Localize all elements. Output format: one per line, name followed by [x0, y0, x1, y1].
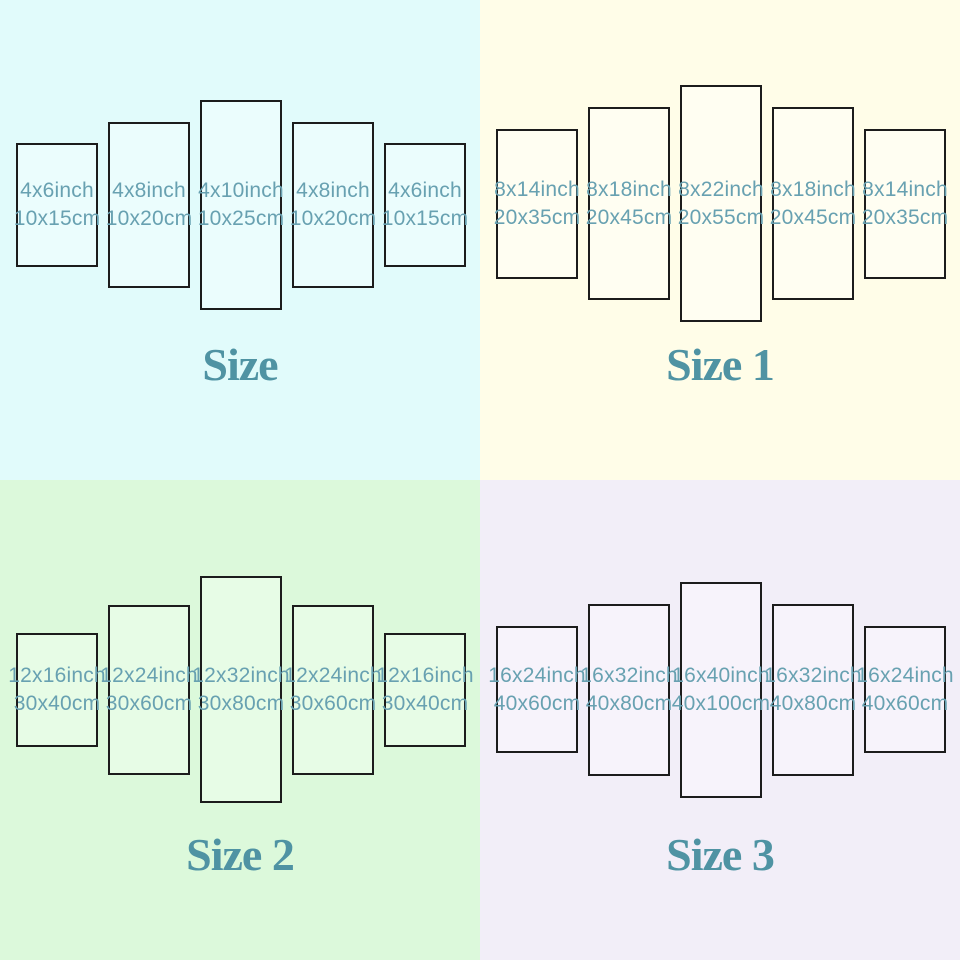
panel-size-cm: 10x25cm — [197, 207, 285, 230]
panel-label: 8x18inch 20x45cm — [770, 176, 857, 232]
panel-label: 4x6inch 10x15cm — [382, 177, 469, 233]
panel-size-inches: 8x14inch — [862, 178, 948, 201]
canvas-panel: 12x16inch 30x40cm — [376, 633, 474, 747]
canvas-panel: 16x40inch 40x100cm — [672, 582, 770, 798]
canvas-panel: 16x24inch 40x60cm — [488, 626, 586, 753]
panel-label: 4x10inch 10x25cm — [198, 177, 285, 233]
panel-size-cm: 20x35cm — [861, 206, 949, 229]
canvas-panel: 4x6inch 10x15cm — [382, 143, 469, 267]
panel-label: 4x6inch 10x15cm — [14, 177, 101, 233]
panel-label: 12x16inch 30x40cm — [376, 662, 474, 718]
panel-label: 12x24inch 30x60cm — [284, 662, 382, 718]
panel-size-inches: 12x16inch — [376, 664, 474, 687]
panel-size-inches: 16x24inch — [488, 663, 586, 687]
panel-size-cm: 40x80cm — [585, 692, 673, 715]
panel-size-cm: 30x40cm — [13, 692, 101, 715]
canvas-panel: 16x32inch 40x80cm — [764, 604, 862, 776]
quadrant-title: Size 1 — [666, 339, 775, 390]
panel-size-inches: 12x24inch — [100, 664, 198, 687]
panel-size-inches: 12x16inch — [8, 664, 106, 687]
canvas-panel: 8x18inch 20x45cm — [586, 107, 673, 300]
panel-size-inches: 8x22inch — [678, 177, 764, 201]
panel-size-cm: 40x60cm — [861, 691, 949, 715]
canvas-panel: 8x22inch 20x55cm — [678, 85, 765, 322]
panel-label: 16x40inch 40x100cm — [672, 662, 771, 718]
panel-size-cm: 30x40cm — [381, 692, 469, 715]
panel-size-inches: 16x32inch — [764, 664, 862, 687]
panel-size-inches: 16x40inch — [672, 664, 770, 687]
canvas-panel: 4x8inch 10x20cm — [106, 122, 193, 288]
canvas-panel: 4x8inch 10x20cm — [290, 122, 377, 288]
quadrant-size: 4x6inch 10x15cm 4x8inch 10x20cm 4x10inch… — [0, 0, 480, 480]
canvas-panel: 12x16inch 30x40cm — [8, 633, 106, 747]
panel-size-cm: 10x15cm — [13, 207, 101, 230]
panel-size-inches: 4x10inch — [198, 179, 284, 202]
panel-size-inches: 16x32inch — [580, 664, 678, 687]
quadrant-size-2: 12x16inch 30x40cm 12x24inch 30x60cm 12x3… — [0, 480, 480, 960]
quadrant-title: Size 2 — [186, 829, 295, 880]
panel-size-inches: 8x18inch — [770, 177, 856, 201]
panel-size-cm: 10x20cm — [289, 207, 377, 230]
canvas-panel: 4x6inch 10x15cm — [14, 143, 101, 267]
canvas-panel: 16x32inch 40x80cm — [580, 604, 678, 776]
quadrant-title: Size — [202, 339, 278, 390]
panel-size-cm: 40x80cm — [769, 692, 857, 715]
panel-size-inches: 4x8inch — [112, 179, 186, 202]
panel-size-inches: 12x32inch — [192, 663, 290, 687]
panel-label: 8x14inch 20x35cm — [862, 176, 949, 232]
panel-size-inches: 12x24inch — [284, 664, 382, 687]
panel-label: 8x22inch 20x55cm — [678, 176, 765, 232]
panel-size-cm: 10x20cm — [105, 207, 193, 230]
canvas-panel: 12x32inch 30x80cm — [192, 576, 290, 803]
panel-size-cm: 40x100cm — [671, 692, 771, 715]
quadrant-size-1: 8x14inch 20x35cm 8x18inch 20x45cm 8x22in… — [480, 0, 960, 480]
panel-size-inches: 8x18inch — [586, 177, 672, 201]
canvas-panel: 8x18inch 20x45cm — [770, 107, 857, 300]
canvas-panel: 4x10inch 10x25cm — [198, 100, 285, 310]
quadrant-title: Size 3 — [666, 829, 775, 880]
panel-size-inches: 8x14inch — [494, 178, 580, 201]
panel-size-inches: 4x8inch — [296, 179, 370, 202]
panel-size-cm: 20x55cm — [677, 205, 765, 229]
panel-size-inches: 4x6inch — [20, 179, 94, 202]
panel-label: 4x8inch 10x20cm — [106, 177, 193, 233]
canvas-panel: 16x24inch 40x60cm — [856, 626, 954, 753]
panel-size-inches: 4x6inch — [388, 179, 462, 202]
panel-label: 16x24inch 40x60cm — [488, 662, 586, 718]
panel-label: 12x24inch 30x60cm — [100, 662, 198, 718]
panel-size-cm: 30x60cm — [289, 692, 377, 715]
panel-size-cm: 40x60cm — [493, 691, 581, 715]
panel-size-cm: 10x15cm — [381, 207, 469, 230]
panel-label: 12x16inch 30x40cm — [8, 662, 106, 718]
panel-label: 16x32inch 40x80cm — [764, 662, 862, 718]
canvas-panel: 12x24inch 30x60cm — [100, 605, 198, 775]
panel-label: 16x32inch 40x80cm — [580, 662, 678, 718]
canvas-panel: 8x14inch 20x35cm — [494, 129, 581, 279]
panel-label: 8x14inch 20x35cm — [494, 176, 581, 232]
panel-size-cm: 20x45cm — [585, 205, 673, 229]
panel-size-cm: 30x80cm — [197, 691, 285, 715]
panel-size-cm: 20x35cm — [493, 206, 581, 229]
panel-size-inches: 16x24inch — [856, 663, 954, 687]
panel-label: 8x18inch 20x45cm — [586, 176, 673, 232]
canvas-panel: 12x24inch 30x60cm — [284, 605, 382, 775]
panel-label: 4x8inch 10x20cm — [290, 177, 377, 233]
canvas-panel: 8x14inch 20x35cm — [862, 129, 949, 279]
panel-label: 16x24inch 40x60cm — [856, 662, 954, 718]
panel-label: 12x32inch 30x80cm — [192, 662, 290, 718]
panel-size-cm: 30x60cm — [105, 692, 193, 715]
panel-size-cm: 20x45cm — [769, 205, 857, 229]
quadrant-size-3: 16x24inch 40x60cm 16x32inch 40x80cm 16x4… — [480, 480, 960, 960]
